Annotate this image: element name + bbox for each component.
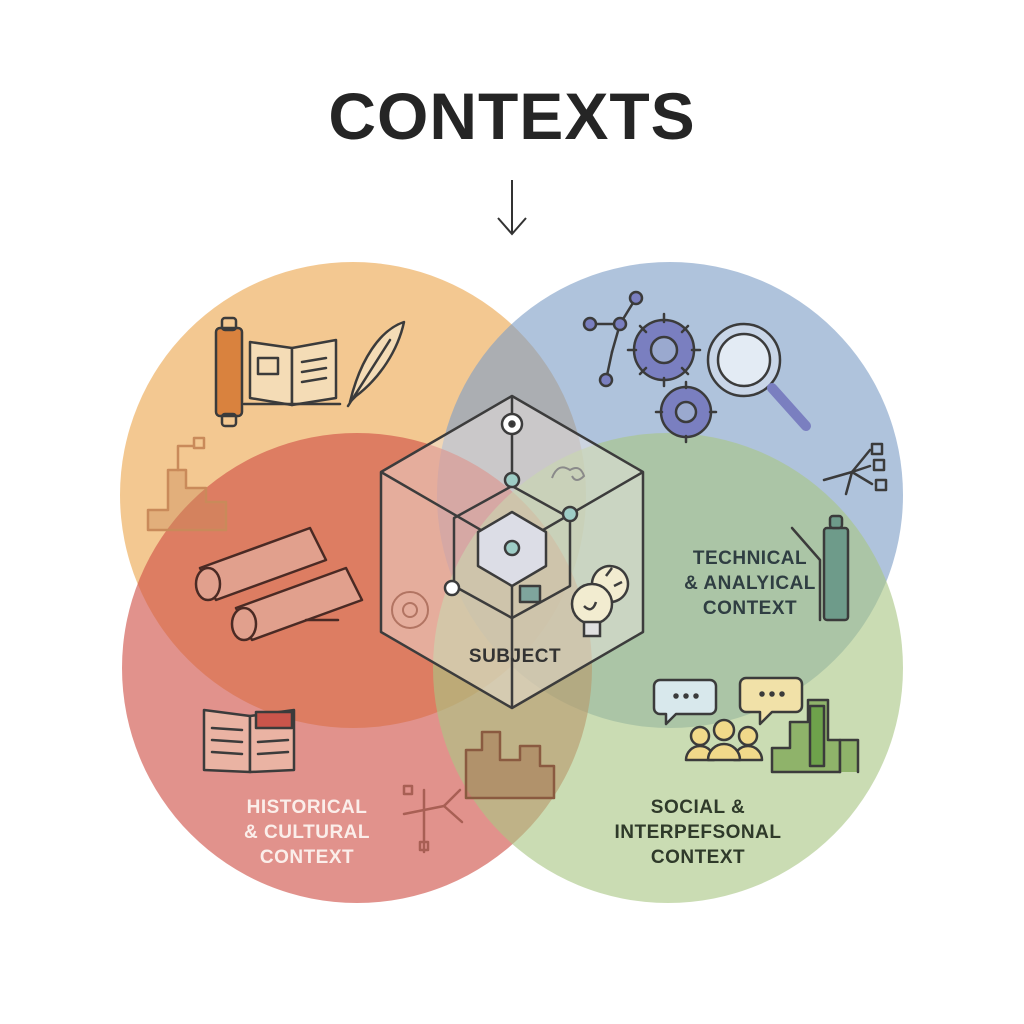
historical-label-line-1: HISTORICAL bbox=[246, 797, 368, 818]
social-context-label: SOCIAL & INTERPEFSONAL CONTEXT bbox=[588, 795, 808, 870]
technical-label-line-2: & ANALYICAL bbox=[684, 573, 816, 594]
faint-chart-icon bbox=[464, 730, 556, 800]
people-group-icon bbox=[684, 718, 764, 762]
social-label-line-3: CONTEXT bbox=[650, 847, 746, 868]
ruler-column-icon bbox=[790, 514, 850, 622]
network-icon bbox=[582, 290, 644, 388]
page-title: CONTEXTS bbox=[328, 79, 696, 153]
faint-tree-icon bbox=[402, 784, 464, 854]
social-circle bbox=[433, 433, 903, 903]
lightbulb-icon bbox=[570, 564, 630, 638]
building-chart-icon bbox=[146, 436, 228, 532]
subject-label: SUBJECT bbox=[468, 646, 562, 667]
gears-icon bbox=[626, 312, 718, 444]
technical-label-line-1: TECHNICAL bbox=[692, 548, 808, 569]
technical-context-label: TECHNICAL & ANALYICAL CONTEXT bbox=[640, 546, 860, 621]
rolled-scrolls-icon bbox=[194, 526, 364, 642]
bar-chart-icon bbox=[770, 698, 860, 774]
tree-diagram-icon bbox=[822, 442, 888, 496]
historical-label-line-2: & CULTURAL bbox=[243, 822, 370, 843]
gear-icon bbox=[391, 591, 429, 629]
scroll-icon bbox=[214, 316, 244, 428]
quill-icon bbox=[346, 320, 406, 408]
magnifier-icon bbox=[706, 322, 811, 431]
speech-bubbles-icon bbox=[652, 676, 804, 726]
cloud-icon bbox=[551, 466, 586, 481]
historical-context-label: HISTORICAL & CULTURAL CONTEXT bbox=[212, 795, 402, 870]
technical-label-line-3: CONTEXT bbox=[702, 598, 798, 619]
book-icon bbox=[202, 708, 296, 774]
down-arrow-icon bbox=[497, 180, 527, 236]
open-book-icon bbox=[242, 338, 342, 407]
social-label-line-1: SOCIAL & bbox=[650, 797, 746, 818]
subject-cube-icon bbox=[379, 394, 645, 710]
historical-label-line-3: CONTEXT bbox=[259, 847, 355, 868]
social-label-line-2: INTERPEFSONAL bbox=[614, 822, 782, 843]
